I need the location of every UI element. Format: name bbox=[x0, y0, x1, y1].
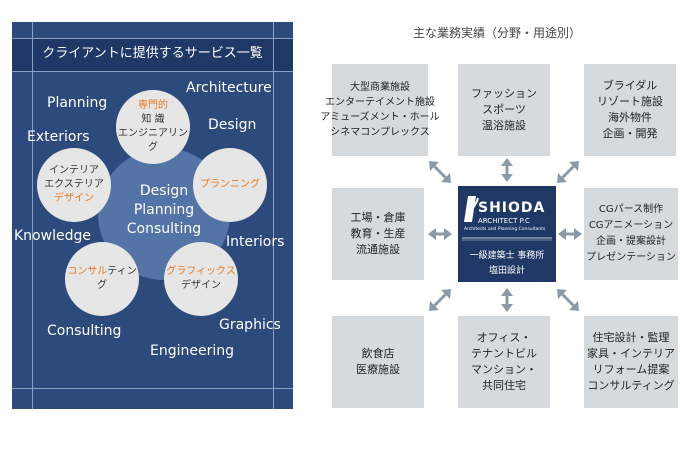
box-line: CGアニメーション bbox=[588, 220, 674, 231]
box-bridal: ブライダル リゾート施設 海外物件 企画・開発 bbox=[584, 64, 676, 156]
panel-title: クライアントに提供するサービス一覧 bbox=[42, 46, 263, 61]
box-line: コンサルティング bbox=[587, 379, 675, 392]
keyword-planning: Planning bbox=[47, 95, 108, 111]
arrow-horizontal-icon bbox=[428, 228, 452, 240]
keyword-exteriors: Exteriors bbox=[27, 129, 90, 145]
box-line: 共同住宅 bbox=[482, 379, 526, 392]
arrow-horizontal-icon bbox=[558, 228, 582, 240]
circle-interior: インテリア エクステリア デザイン bbox=[37, 148, 111, 222]
center-line-consulting: Consulting bbox=[126, 221, 202, 237]
center-label: Design Planning Consulting bbox=[104, 182, 224, 239]
circle-text: プランニング bbox=[200, 179, 260, 190]
box-line: 企画・開発 bbox=[602, 127, 658, 140]
circle-text: デザイン bbox=[181, 280, 221, 291]
panel-guide-line bbox=[12, 388, 293, 389]
circle-text: 知 識 bbox=[141, 114, 165, 125]
logo-mark-icon bbox=[462, 196, 552, 241]
logo-name: SHIODA bbox=[478, 200, 546, 216]
circle-text: エンジニアリング bbox=[118, 128, 188, 153]
logo-sub2: Architects and Planning Consultants bbox=[464, 227, 546, 232]
box-office: オフィス・ テナントビル マンション・ 共同住宅 bbox=[458, 316, 550, 408]
box-line: 住宅設計・監理 bbox=[592, 331, 670, 344]
center-line-design: Design bbox=[139, 183, 189, 199]
box-line: プレゼンテーション bbox=[586, 252, 676, 263]
box-line: リフォーム提案 bbox=[592, 363, 670, 376]
box-line: 工場・倉庫 bbox=[350, 211, 406, 224]
circle-text: コンサル bbox=[67, 266, 108, 277]
arrow-vertical-icon bbox=[501, 158, 513, 182]
box-line: 飲食店 bbox=[361, 347, 395, 360]
box-line: スポーツ bbox=[482, 103, 526, 116]
circle-text: インテリア bbox=[49, 165, 99, 176]
circle-text-row: コンサルティング bbox=[65, 265, 139, 293]
box-line: CGパース制作 bbox=[598, 204, 664, 215]
circle-text: デザイン bbox=[54, 193, 94, 204]
arrow-diagonal-icon bbox=[557, 289, 579, 311]
box-line: 海外物件 bbox=[608, 111, 652, 124]
box-line: 教育・生産 bbox=[350, 227, 406, 240]
circle-text: 専門的 bbox=[138, 100, 168, 111]
keyword-consulting: Consulting bbox=[47, 323, 122, 339]
keyword-engineering: Engineering bbox=[150, 343, 234, 359]
center-line-planning: Planning bbox=[133, 202, 195, 218]
panel-guide-line bbox=[273, 22, 274, 409]
circle-engineering: 専門的 知 識 エンジニアリング bbox=[116, 90, 190, 164]
circle-consulting: コンサルティング bbox=[65, 242, 139, 316]
keyword-knowledge: Knowledge bbox=[14, 228, 91, 244]
box-line: 医療施設 bbox=[356, 363, 400, 376]
box-factory: 工場・倉庫 教育・生産 流通施設 bbox=[332, 188, 424, 280]
panel-guide-line bbox=[32, 22, 33, 409]
results-heading: 主な業務実績（分野・用途別） bbox=[412, 26, 581, 40]
box-line: 流通施設 bbox=[356, 243, 400, 256]
box-line: ファッション bbox=[471, 87, 537, 100]
arrow-diagonal-icon bbox=[429, 161, 451, 183]
company-logo: SHIODA ARCHITECT P.C Architects and Plan… bbox=[458, 186, 556, 282]
arrow-vertical-icon bbox=[501, 288, 513, 312]
box-line: マンション・ bbox=[471, 363, 537, 376]
box-line: テナントビル bbox=[471, 347, 537, 360]
keyword-architecture: Architecture bbox=[186, 80, 272, 96]
box-housing: 住宅設計・監理 家具・インテリア リフォーム提案 コンサルティング bbox=[584, 316, 678, 408]
box-line: 温浴施設 bbox=[482, 119, 526, 132]
box-fashion: ファッション スポーツ 温浴施設 bbox=[458, 64, 550, 156]
box-line: ブライダル bbox=[602, 79, 658, 92]
box-commercial: 大型商業施設 エンターテイメント施設 アミューズメント・ホール シネマコンプレッ… bbox=[320, 64, 440, 156]
keyword-graphics: Graphics bbox=[219, 317, 281, 333]
arrow-diagonal-icon bbox=[557, 161, 579, 183]
box-line: 家具・インテリア bbox=[587, 347, 675, 360]
box-line: リゾート施設 bbox=[597, 95, 663, 108]
keyword-design: Design bbox=[208, 117, 257, 133]
box-restaurant: 飲食店 医療施設 bbox=[332, 316, 424, 408]
box-line: 大型商業施設 bbox=[350, 82, 410, 93]
circle-planning: プランニング bbox=[193, 148, 267, 222]
panel-title-bar bbox=[12, 38, 293, 72]
box-line: 企画・提案設計 bbox=[596, 236, 666, 247]
logo-sub1: ARCHITECT P.C bbox=[478, 217, 530, 225]
box-line: シネマコンプレックス bbox=[330, 127, 430, 138]
circle-graphics: グラフィックス デザイン bbox=[164, 242, 238, 316]
keyword-interiors: Interiors bbox=[226, 234, 285, 250]
box-line: エンターテイメント施設 bbox=[325, 97, 435, 108]
arrow-diagonal-icon bbox=[429, 289, 451, 311]
box-line: オフィス・ bbox=[476, 331, 532, 344]
circle-text: エクステリア bbox=[44, 179, 104, 190]
logo-jp1: 一級建築士 事務所 bbox=[469, 251, 545, 261]
circle-text: グラフィックス bbox=[166, 266, 236, 277]
logo-jp2: 塩田設計 bbox=[488, 266, 525, 276]
box-line: アミューズメント・ホール bbox=[320, 112, 440, 123]
circle-text: ティング bbox=[97, 266, 137, 291]
box-cg: CGパース制作 CGアニメーション 企画・提案設計 プレゼンテーション bbox=[584, 188, 678, 280]
